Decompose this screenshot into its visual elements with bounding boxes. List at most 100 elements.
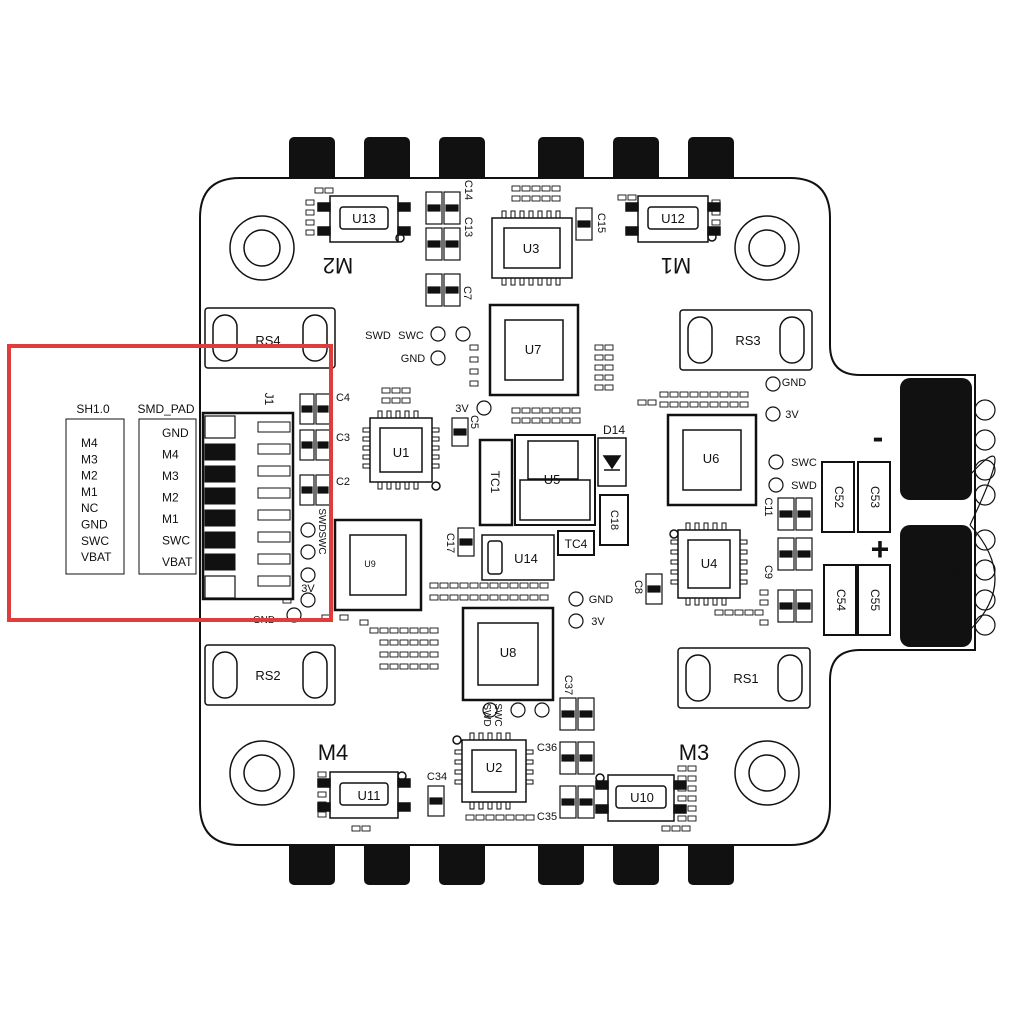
cap-c52 (821, 461, 855, 533)
chip-u3 (491, 210, 573, 286)
u12-label: U12 (661, 211, 685, 226)
smd-pin-label-5: SWC (162, 534, 190, 548)
positive-sign: + (871, 531, 890, 567)
c5-label: C5 (468, 415, 480, 429)
gnd-label-top: GND (401, 353, 426, 365)
chip-u13 (317, 195, 411, 243)
negative-power-pad (900, 378, 972, 500)
u6-label: U6 (703, 451, 720, 466)
chip-u8 (461, 606, 555, 702)
highlight-box (7, 344, 333, 622)
c52-label: C52 (832, 486, 846, 508)
board-outline (199, 177, 976, 846)
c4-label: C4 (336, 392, 350, 404)
u14-label: U14 (514, 551, 538, 566)
test-points (286, 326, 784, 718)
gnd-label-u8: GND (589, 594, 614, 606)
u2-label: U2 (486, 760, 503, 775)
u9-label: U9 (364, 559, 376, 569)
chip-u9 (333, 518, 423, 612)
c34-label: C34 (427, 771, 447, 783)
swc-label-top: SWC (398, 330, 424, 342)
u4-label: U4 (701, 556, 718, 571)
u11-label: U11 (358, 788, 381, 803)
3v-label-right: 3V (785, 409, 799, 421)
smd-pin-box (138, 418, 197, 575)
cap-c5 (451, 417, 469, 447)
u5-label: U5 (544, 472, 561, 487)
swd-label-right: SWD (791, 480, 817, 492)
sh-pin-label-6: SWC (81, 534, 109, 548)
chip-u10 (595, 773, 687, 822)
chip-u5 (514, 434, 596, 526)
swc-label-left: SWC (316, 531, 327, 554)
motor-m4-label: M4 (318, 740, 349, 765)
c55-label: C55 (868, 589, 882, 611)
j2-label: J2 (948, 563, 962, 578)
c35-label: C35 (537, 811, 557, 823)
shunt-resistor-rs2 (204, 644, 336, 706)
smd-pin-label-4: M1 (162, 512, 179, 526)
c7-label: C7 (461, 286, 473, 300)
sh-title: SH1.0 (76, 402, 110, 416)
sh-pin-label-7: VBAT (81, 550, 112, 564)
motor-m2-label: M2 (323, 253, 354, 278)
tc1-label: TC1 (488, 471, 502, 494)
c8-label: C8 (632, 580, 644, 594)
tc4-label: TC4 (565, 537, 588, 551)
c9-label: C9 (762, 565, 774, 579)
chip-u7 (488, 303, 580, 397)
smd-pin-label-2: M3 (162, 469, 179, 483)
chip-u4 (669, 522, 748, 606)
negative-sign: - (873, 419, 884, 455)
sh-pin-label-5: GND (81, 518, 108, 532)
shunt-resistor-rs1 (677, 647, 811, 709)
cap-c34 (427, 785, 445, 817)
motor-m3-label: M3 (679, 740, 710, 765)
power-lead-wire (969, 399, 996, 636)
chip-u11 (317, 771, 411, 819)
u8-label: U8 (500, 645, 517, 660)
chip-u14 (481, 534, 555, 581)
3v-label-u8: 3V (591, 616, 605, 628)
positive-power-pad (900, 525, 972, 647)
c54-label: C54 (834, 589, 848, 611)
c18-label: C18 (608, 510, 620, 530)
cap-c55 (857, 564, 891, 636)
u7-label: U7 (525, 342, 542, 357)
cap-c18 (599, 494, 629, 546)
swd-label-top: SWD (365, 330, 391, 342)
sh-pin-box (65, 418, 125, 575)
c17-label: C17 (444, 533, 456, 553)
c15-label: C15 (595, 213, 607, 233)
cap-stack-bottom (559, 697, 595, 819)
c13-label: C13 (462, 217, 474, 237)
swc-label-bottom: SWC (492, 703, 503, 726)
smd-title: SMD_PAD (137, 402, 194, 416)
sh-pin-label-2: M2 (81, 469, 98, 483)
d14-label: D14 (603, 423, 625, 437)
c2-label: C2 (336, 476, 350, 488)
gnd-label-right: GND (782, 377, 807, 389)
cap-tc4 (557, 530, 595, 556)
smd-pin-label-3: M2 (162, 491, 179, 505)
swd-label-left: SWD (316, 508, 327, 531)
u3-label: U3 (523, 241, 540, 256)
cap-c17 (457, 527, 475, 557)
cap-c53 (857, 461, 891, 533)
u13-label: U13 (352, 211, 376, 226)
top-motor-pads (289, 137, 734, 187)
connector-j1 (201, 411, 295, 601)
c36-label: C36 (537, 742, 557, 754)
rs2-label: RS2 (255, 668, 280, 683)
chip-u2 (452, 732, 534, 810)
cap-c54 (823, 564, 857, 636)
smd-pin-label-6: VBAT (162, 555, 193, 569)
smd-pin-label-1: M4 (162, 448, 179, 462)
cap-tc1 (478, 438, 514, 527)
swc-label-right: SWC (791, 457, 817, 469)
u10-label: U10 (630, 790, 654, 805)
